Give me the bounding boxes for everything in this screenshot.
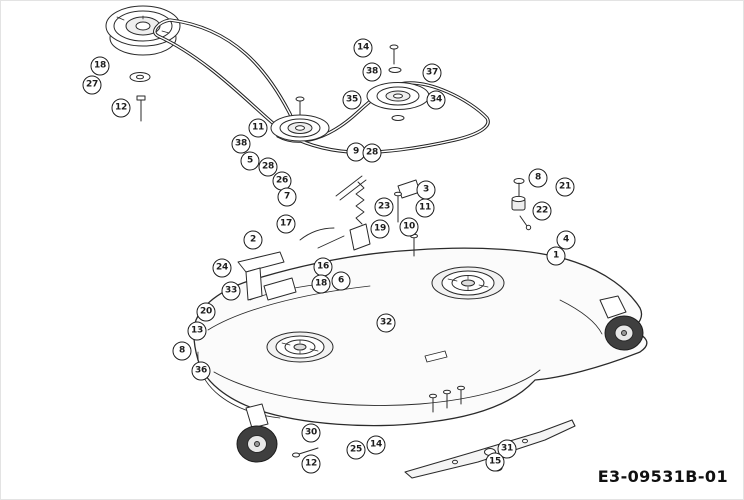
callout-38: 38	[231, 134, 251, 154]
callout-3: 3	[416, 180, 436, 200]
callout-17: 17	[276, 214, 296, 234]
callout-37: 37	[422, 63, 442, 83]
callout-25: 25	[346, 440, 366, 460]
callout-14: 14	[366, 435, 386, 455]
callout-18: 18	[311, 274, 331, 294]
callout-28: 28	[258, 157, 278, 177]
callout-19: 19	[370, 219, 390, 239]
callout-22: 22	[532, 201, 552, 221]
callout-11: 11	[248, 118, 268, 138]
callout-1: 1	[546, 246, 566, 266]
bolt-12	[136, 95, 146, 122]
callout-32: 32	[376, 313, 396, 333]
callout-18: 18	[90, 56, 110, 76]
callout-30: 30	[301, 423, 321, 443]
callout-8: 8	[528, 168, 548, 188]
idler-brackets	[237, 175, 421, 301]
callout-16: 16	[313, 257, 333, 277]
callout-10: 10	[399, 217, 419, 237]
callout-4: 4	[556, 230, 576, 250]
callout-23: 23	[374, 197, 394, 217]
callout-7: 7	[277, 187, 297, 207]
callout-12: 12	[301, 454, 321, 474]
callout-21: 21	[555, 177, 575, 197]
callout-28: 28	[362, 143, 382, 163]
callout-6: 6	[331, 271, 351, 291]
callout-35: 35	[342, 90, 362, 110]
callout-24: 24	[212, 258, 232, 278]
callout-14: 14	[353, 38, 373, 58]
callout-13: 13	[187, 321, 207, 341]
right-hardware	[511, 178, 532, 231]
gauge-wheel-left	[236, 403, 319, 463]
callout-31: 31	[497, 439, 517, 459]
blade	[404, 419, 576, 479]
part-number-label: E3-09531B-01	[597, 467, 728, 486]
idler-pulley-center	[270, 96, 330, 142]
callout-5: 5	[240, 151, 260, 171]
callout-11: 11	[415, 198, 435, 218]
spindle-right	[431, 266, 505, 300]
callout-12: 12	[111, 98, 131, 118]
callout-20: 20	[196, 302, 216, 322]
callout-38: 38	[362, 62, 382, 82]
gauge-wheel-right	[599, 295, 644, 351]
callout-15: 15	[485, 452, 505, 472]
callout-36: 36	[191, 361, 211, 381]
spring-and-rods	[317, 181, 418, 257]
idler-pulley-right	[366, 44, 430, 121]
callout-27: 27	[82, 75, 102, 95]
spindle-left	[266, 331, 334, 363]
callout-2: 2	[243, 230, 263, 250]
callout-8: 8	[172, 341, 192, 361]
callout-33: 33	[221, 281, 241, 301]
callout-34: 34	[426, 90, 446, 110]
washer-27	[129, 72, 151, 82]
blade-bolts	[429, 385, 465, 413]
